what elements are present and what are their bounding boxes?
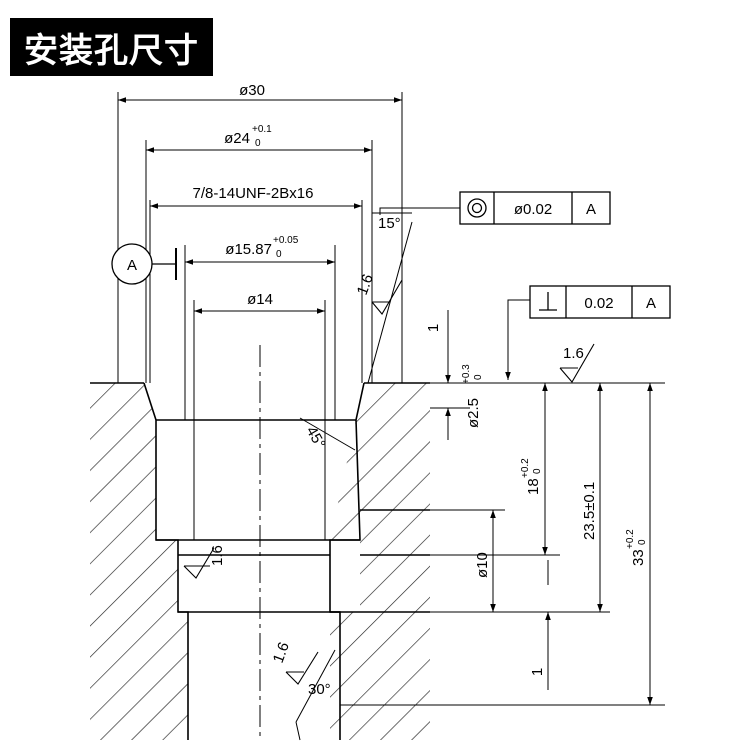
dim-h18-tol-low: 0 [532, 468, 543, 474]
roughness-symbol-bore: 1.6 [183, 545, 226, 579]
dim-d25-tol-low: 0 [473, 374, 484, 380]
dimension-texts: ø30 ø24 +0.1 0 7/8-14UNF-2Bx16 ø15.87 +0… [193, 82, 648, 698]
dimension-lines [118, 97, 653, 705]
concentricity-datum: A [586, 201, 596, 218]
roughness-symbol-top-right: 1.6 [559, 343, 595, 383]
dim-thread: 7/8-14UNF-2Bx16 [193, 185, 314, 202]
perpendicularity-value: 0.02 [584, 295, 613, 312]
svg-text:1.6: 1.6 [563, 345, 584, 362]
dim-d24: ø24 [224, 130, 250, 147]
datum-a-label: A [127, 257, 137, 274]
dim-ang15: 15° [378, 215, 401, 232]
dim-one-top: 1 [425, 324, 442, 332]
svg-text:1.6: 1.6 [354, 272, 377, 297]
perpendicularity-frame: 0.02 A [529, 285, 671, 319]
datum-a-symbol: A [111, 243, 177, 285]
dim-d24-tol-up: +0.1 [252, 124, 272, 135]
dim-h235: 23.5±0.1 [581, 482, 598, 540]
dim-ang30: 30° [308, 681, 331, 698]
concentricity-icon [467, 198, 487, 218]
extension-lines [117, 92, 665, 706]
concentricity-frame: ø0.02 A [459, 191, 611, 225]
dim-d25-tol-up: +0.3 [461, 364, 472, 384]
roughness-symbol-lower: 1.6 [270, 640, 319, 685]
dim-d25: ø2.5 [465, 398, 482, 428]
concentricity-value: ø0.02 [514, 201, 552, 218]
dim-d24-tol-low: 0 [255, 138, 261, 149]
dim-d10: ø10 [474, 552, 491, 578]
page-title: 安装孔尺寸 [10, 18, 213, 76]
dim-h33: 33 [630, 549, 647, 566]
hatched-body [90, 383, 430, 740]
dim-d15-tol-up: +0.05 [273, 235, 299, 246]
perpendicularity-icon [539, 292, 557, 311]
dim-h33-tol-up: +0.2 [625, 529, 636, 549]
dim-h33-tol-low: 0 [637, 539, 648, 545]
dim-d15: ø15.87 [225, 241, 272, 258]
perpendicularity-datum: A [646, 295, 656, 312]
dim-d14: ø14 [247, 291, 273, 308]
dim-d15-tol-low: 0 [276, 249, 282, 260]
roughness-symbol-chamfer: 1.6 [354, 272, 403, 315]
svg-text:1.6: 1.6 [270, 640, 293, 665]
hole-outline [90, 382, 430, 740]
dim-h18-tol-up: +0.2 [520, 458, 531, 478]
dim-d30: ø30 [239, 82, 265, 99]
dim-one-bottom: 1 [529, 668, 546, 676]
svg-text:1.6: 1.6 [209, 545, 226, 566]
dim-h18: 18 [525, 478, 542, 495]
